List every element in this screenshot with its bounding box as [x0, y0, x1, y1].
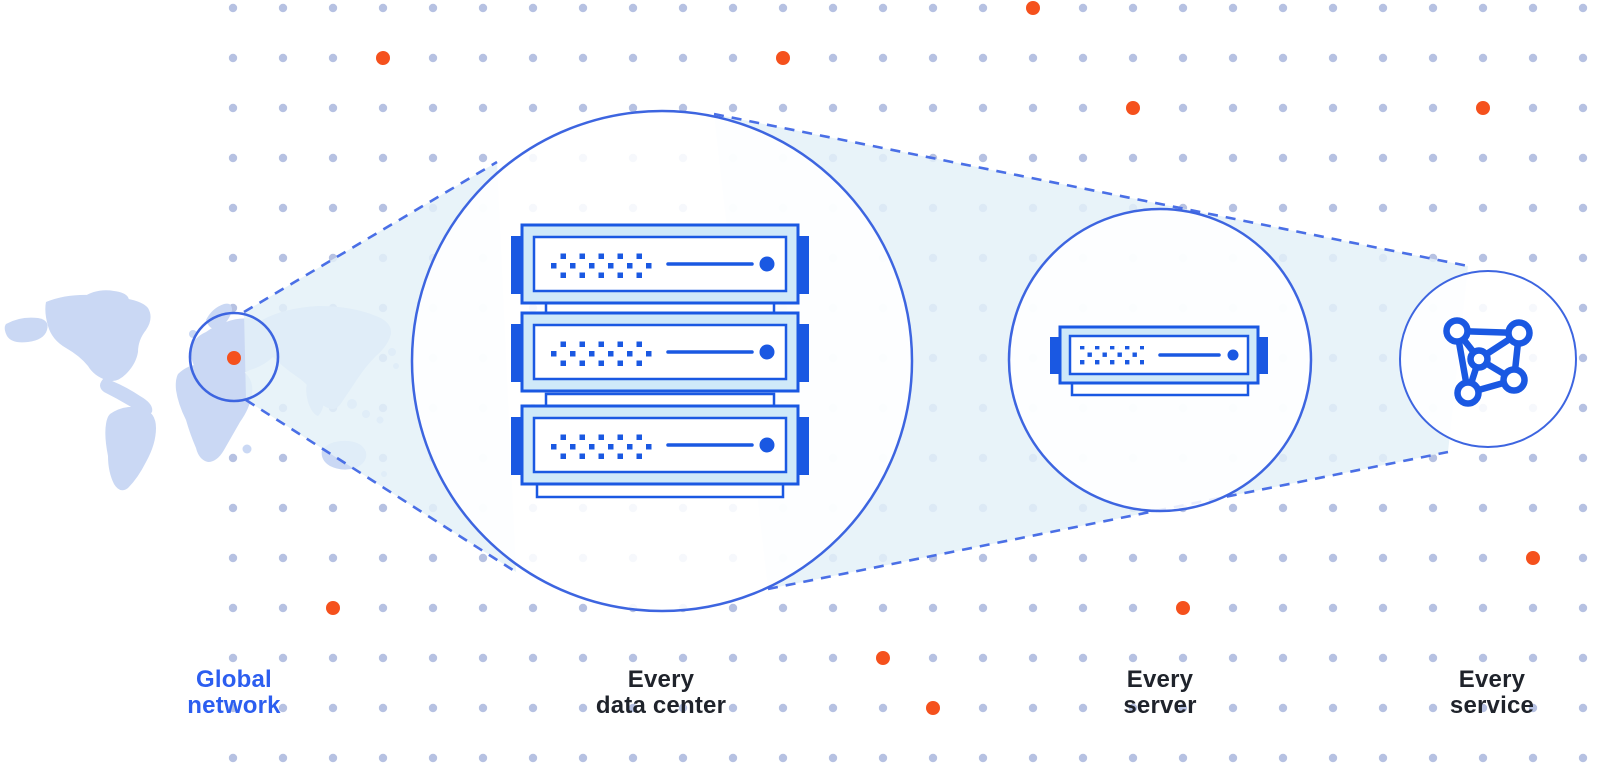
network-graph-icon [1443, 317, 1533, 407]
label-line: Every [1126, 666, 1194, 693]
server-unit-1 [509, 223, 811, 305]
datacenter-circle [410, 109, 914, 613]
label-every-server: Every server [1123, 667, 1196, 719]
label-every-service: Every service [1450, 667, 1534, 719]
label-every-data-center: Every data center [596, 667, 726, 719]
beam-edge-bottom-right [767, 450, 1449, 591]
label-line: Every [1458, 666, 1526, 693]
label-line: Global [196, 666, 272, 693]
beam-edge-top-right [713, 112, 1469, 268]
continent-north-america [45, 294, 151, 382]
label-line: service [1449, 692, 1535, 719]
service-circle [1399, 270, 1577, 448]
label-line: data center [595, 692, 727, 719]
island-madagascar [242, 444, 252, 454]
network-location-dot [227, 351, 241, 365]
continent-alaska [4, 317, 48, 343]
label-global-network: Global network [187, 667, 280, 719]
server-unit-2 [509, 311, 811, 393]
label-line: Every [627, 666, 695, 693]
continent-central-america [100, 378, 153, 415]
server-unit-3 [509, 404, 811, 486]
server-circle [1007, 207, 1313, 513]
label-line: network [187, 692, 281, 719]
beam-edge-top-left [243, 160, 498, 314]
continent-africa [175, 363, 253, 462]
accent-dots [326, 1, 1540, 715]
server-rack-icon [509, 223, 811, 499]
server-icon [1050, 325, 1268, 397]
globe-region-circle [188, 311, 280, 403]
label-line: server [1123, 692, 1197, 719]
continent-south-america [105, 406, 156, 491]
